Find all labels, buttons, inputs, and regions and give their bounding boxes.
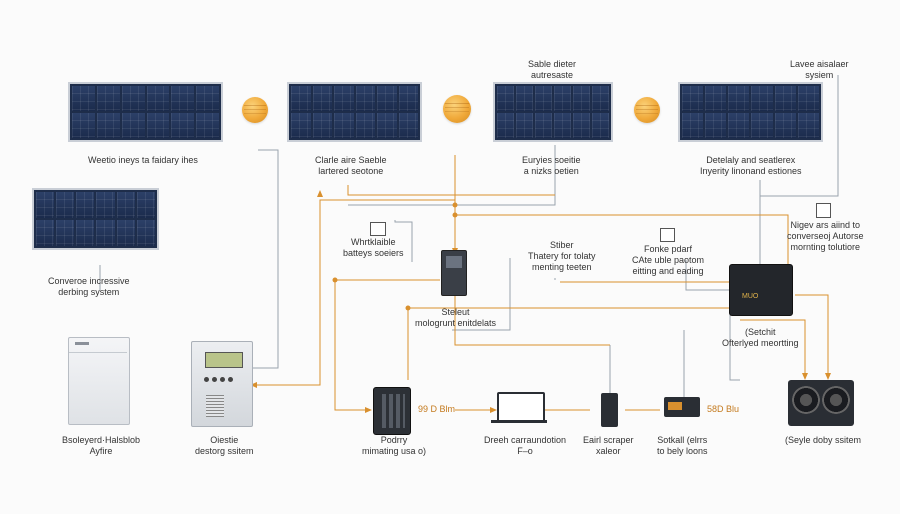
laptop-icon xyxy=(497,392,545,422)
arrow-keypad xyxy=(365,407,372,413)
value-label-2: 58D Blu xyxy=(707,404,740,414)
solar-panel-1 xyxy=(68,82,223,142)
wire-top-bus xyxy=(455,214,789,268)
speaker-label: (Seyle doby ssitem xyxy=(785,435,862,445)
value-label-1: 99 D Blm xyxy=(418,404,456,414)
charge-controller xyxy=(441,250,467,296)
solar-panel-3 xyxy=(493,82,613,142)
wire-inv-speaker2 xyxy=(740,319,806,375)
inverter-brand: MUO xyxy=(742,293,759,300)
speaker-unit xyxy=(788,380,854,426)
speaker-cone-right xyxy=(822,386,850,414)
battery-cabinet xyxy=(68,337,130,425)
sun-icon xyxy=(634,97,660,123)
document-icon xyxy=(370,222,386,236)
solar-panel-5 xyxy=(32,188,159,250)
arrow-laptop xyxy=(490,407,497,413)
wire-panel1-inverter xyxy=(250,149,279,369)
solar-panel-4 xyxy=(678,82,823,142)
wire-panel4-top xyxy=(760,75,839,197)
arrow-speaker2 xyxy=(802,373,808,380)
smart-meter xyxy=(664,397,700,417)
wire-inv-speaker xyxy=(795,294,829,375)
inverter-screen xyxy=(205,352,243,368)
arrow-inverter xyxy=(250,382,257,388)
wire-meter xyxy=(729,295,740,381)
main-inverter: MUO xyxy=(729,264,793,316)
meter-display xyxy=(668,402,682,410)
wire-smallbox xyxy=(394,220,413,262)
keypad-device xyxy=(373,387,411,435)
speaker-cone-left xyxy=(792,386,820,414)
vent-grille xyxy=(206,395,224,417)
controller-screen xyxy=(446,256,462,268)
wire-keypad xyxy=(334,280,365,411)
arrow-speaker xyxy=(825,373,831,380)
wire-main-left xyxy=(250,199,455,386)
printer-icon xyxy=(816,203,831,218)
keypad-buttons xyxy=(379,394,405,428)
panel1-label: Weetio ineys ta faidary ihes xyxy=(88,155,198,165)
wire-ctrl-down xyxy=(454,295,610,346)
sun-icon xyxy=(242,97,268,123)
document-icon xyxy=(660,228,675,242)
wire-controller xyxy=(452,258,511,331)
mobile-device xyxy=(601,393,618,427)
laptop-base xyxy=(491,420,547,423)
cabinet-logo xyxy=(75,342,89,345)
sun-icon xyxy=(443,95,471,123)
hybrid-inverter xyxy=(191,341,253,427)
arrow-up-left xyxy=(317,190,323,197)
wire-panel2-bus xyxy=(347,185,555,196)
solar-panel-2 xyxy=(287,82,422,142)
wire-panel3 xyxy=(348,145,556,206)
